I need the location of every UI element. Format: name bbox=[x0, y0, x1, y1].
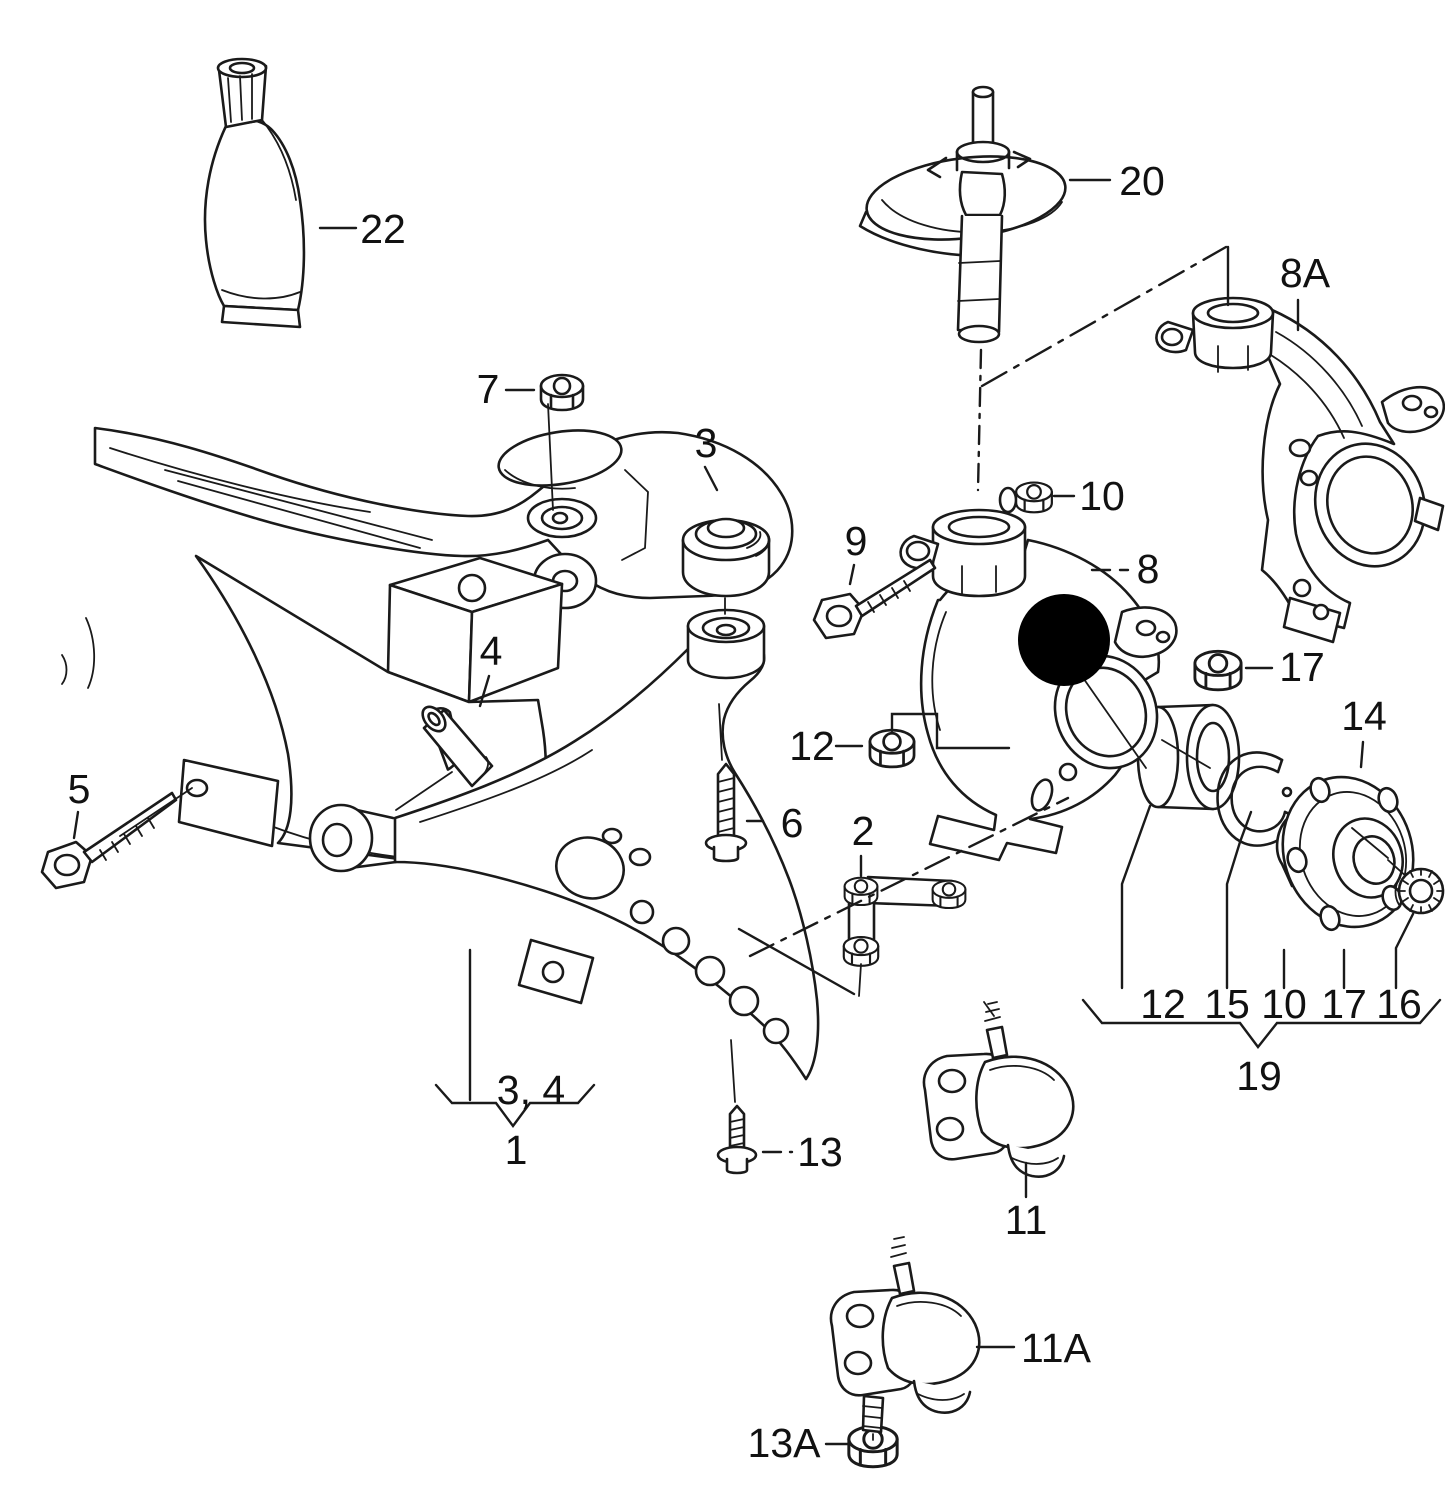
screw-6-drawing bbox=[704, 762, 748, 863]
link-2-drawing bbox=[842, 875, 967, 967]
ball-joint-11a-drawing bbox=[829, 1236, 981, 1434]
label-11: 11 bbox=[1005, 1197, 1048, 1243]
grease-tube-drawing bbox=[203, 57, 306, 329]
group-label-10: 10 bbox=[1261, 981, 1307, 1027]
label-3: 3 bbox=[695, 420, 718, 466]
bolt-9-drawing bbox=[812, 558, 937, 640]
sleeve-4-drawing bbox=[421, 705, 494, 788]
control-arm-drawing bbox=[308, 608, 820, 1081]
hub-14-drawing bbox=[1275, 775, 1415, 932]
bolt-5-drawing bbox=[40, 787, 193, 890]
knuckle-8-drawing bbox=[899, 508, 1178, 862]
label-20: 20 bbox=[1119, 158, 1165, 204]
label-10: 10 bbox=[1079, 473, 1125, 519]
label-8a: 8A bbox=[1280, 250, 1331, 296]
nut-16-drawing bbox=[1394, 867, 1445, 915]
group-label-16: 16 bbox=[1376, 981, 1422, 1027]
label-13a: 13A bbox=[748, 1420, 822, 1466]
nut-12-drawing bbox=[868, 728, 916, 769]
label-4: 4 bbox=[480, 628, 503, 674]
label-17: 17 bbox=[1279, 644, 1325, 690]
label-19: 19 bbox=[1236, 1053, 1282, 1099]
label-3-4: 3, 4 bbox=[497, 1067, 565, 1113]
label-2: 2 bbox=[852, 808, 875, 854]
label-11a: 11A bbox=[1021, 1325, 1092, 1371]
label-13: 13 bbox=[797, 1129, 843, 1175]
leader-lines bbox=[72, 178, 1415, 1446]
bracket-group-19 bbox=[1081, 998, 1442, 1049]
ball-joint-11-drawing bbox=[922, 1001, 1075, 1178]
subframe-drawing bbox=[61, 426, 794, 866]
bracket-group-34 bbox=[434, 1083, 596, 1129]
label-9: 9 bbox=[845, 518, 868, 564]
label-14: 14 bbox=[1341, 693, 1387, 739]
wheel-bearing-drawing bbox=[1136, 703, 1241, 811]
redaction-dot bbox=[1018, 594, 1110, 686]
labels: 22 7 3 4 5 6 2 9 10 8 8A 20 17 14 12 13 … bbox=[68, 158, 1422, 1466]
label-6: 6 bbox=[781, 800, 804, 846]
nut-13a-drawing bbox=[847, 1424, 899, 1469]
knuckle-8a-drawing bbox=[1155, 296, 1445, 644]
nut-10-drawing bbox=[998, 481, 1053, 514]
label-12: 12 bbox=[789, 723, 835, 769]
label-7: 7 bbox=[477, 366, 500, 412]
nut-17-drawing bbox=[1193, 649, 1243, 692]
label-8: 8 bbox=[1137, 546, 1160, 592]
strut-drawing bbox=[858, 85, 1067, 344]
label-1: 1 bbox=[505, 1127, 528, 1173]
group-label-12: 12 bbox=[1140, 981, 1186, 1027]
label-22: 22 bbox=[360, 206, 406, 252]
group-label-15: 15 bbox=[1204, 981, 1250, 1027]
group-label-17: 17 bbox=[1321, 981, 1367, 1027]
label-5: 5 bbox=[68, 766, 91, 812]
screw-13-drawing bbox=[716, 1104, 758, 1175]
bushing-3-drawing bbox=[681, 517, 771, 598]
